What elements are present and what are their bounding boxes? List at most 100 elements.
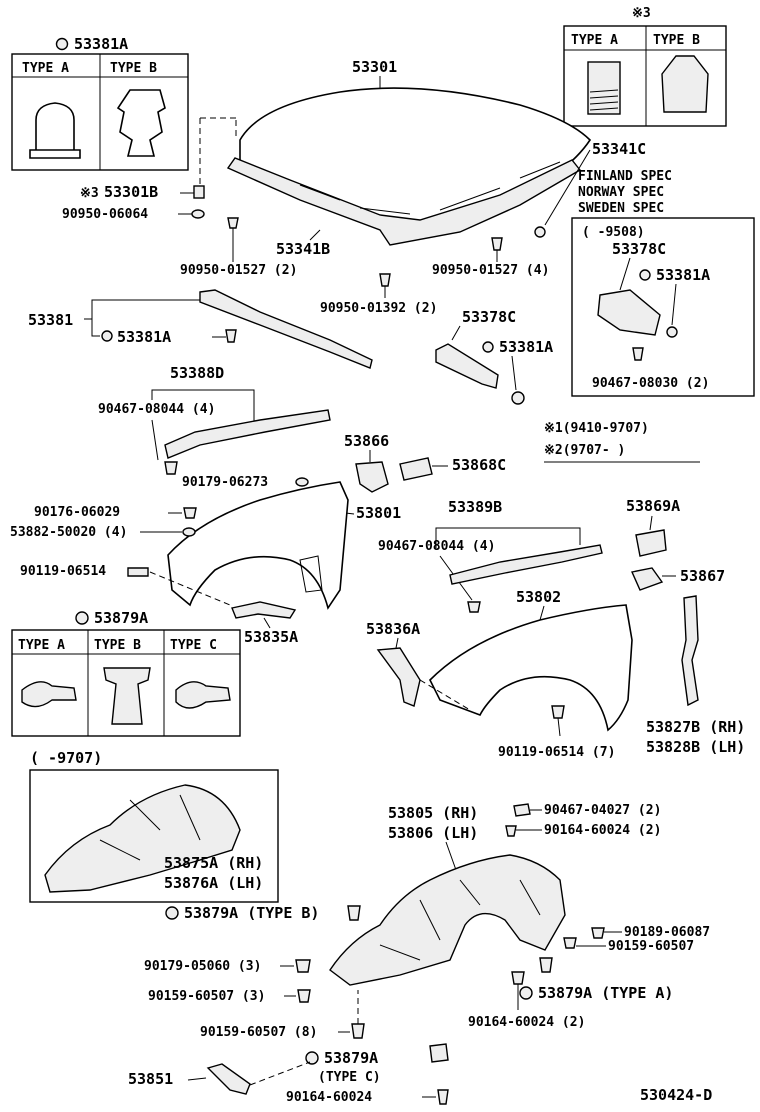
clip-symbol-icon <box>639 269 651 281</box>
liner-screw5-label: 90164-60024 (2) <box>468 1015 585 1030</box>
bracket-icon <box>206 1063 251 1095</box>
clip-symbol-icon <box>101 330 113 342</box>
clip-type-b-icon <box>116 89 166 157</box>
liner-nut1-label: 90179-05060 (3) <box>144 959 261 974</box>
spec-box: FINLAND SPEC NORWAY SPEC SWEDEN SPEC ( -… <box>571 169 755 397</box>
hood-assembly: 53301 ※3 53301B 90950-06064 53341C 53341… <box>62 58 646 316</box>
bolt-icon <box>164 461 178 475</box>
fender-rh-panel <box>429 604 633 732</box>
fender-rh-strip-lh-label: 53828B (LH) <box>646 738 745 756</box>
clip-icon <box>666 326 678 338</box>
seal-panel-label: 53381 <box>28 311 73 329</box>
bracket-53835a-icon <box>231 601 297 619</box>
nut-icon <box>295 959 311 973</box>
part-53867-label: 53867 <box>680 567 725 585</box>
spec-range: ( -9508) <box>582 225 645 240</box>
clip-icon <box>539 957 553 973</box>
date-note-1: ※1(9410-9707) <box>544 421 649 436</box>
bolt-icon <box>379 273 391 287</box>
seal-388-label: 53388D <box>170 364 224 382</box>
fender-lh-bracket-label: 53835A <box>244 628 298 646</box>
liner-box-liner-icon <box>44 784 241 893</box>
clip-box-1-title: 53381A <box>74 35 128 53</box>
bracket-53836a-icon <box>376 647 421 707</box>
liner-clip-a-label: 53879A (TYPE A) <box>538 984 673 1002</box>
fender-rh-bolt-label: 90119-06514 (7) <box>498 745 615 760</box>
seal-rear-label: 53341B <box>276 240 330 258</box>
liner-clip-c-type-label: (TYPE C) <box>318 1070 381 1085</box>
spec-clip-label: 53381A <box>656 266 710 284</box>
clip-symbol-icon <box>165 906 179 920</box>
bolt-icon <box>491 237 503 251</box>
lock-icon <box>399 457 433 481</box>
liner-screw2-label: 90189-06087 <box>624 925 710 940</box>
bolt-icon <box>551 705 565 719</box>
clip-box-3-type-a: TYPE A <box>571 33 618 48</box>
clip-symbol-icon <box>519 986 533 1000</box>
clip-box-1-type-b: TYPE B <box>110 61 157 76</box>
bracket-53378c: 53378C 53381A <box>435 308 553 405</box>
clip-symbol-icon <box>75 611 89 625</box>
insulator-clip-label: 90950-06064 <box>62 207 148 222</box>
liner-panel <box>329 854 566 986</box>
nut-icon <box>295 477 309 487</box>
liner-clip1-label: 90467-04027 (2) <box>544 803 661 818</box>
bracket-icon <box>435 343 499 389</box>
clip-icon <box>191 209 205 219</box>
mid-parts: 53866 53868C <box>344 432 506 493</box>
bolt-icon <box>227 217 239 229</box>
hood-clip-left-label: 90950-01527 (2) <box>180 263 297 278</box>
clip-box-3: ※3 TYPE A TYPE B <box>563 6 727 127</box>
liner-screw1-label: 90164-60024 (2) <box>544 823 661 838</box>
seal-strip-icon <box>199 289 373 369</box>
clip-symbol-icon <box>482 341 494 353</box>
hood-clip-center-label: 90950-01392 (2) <box>320 301 437 316</box>
clip-box-1-type-a: TYPE A <box>22 61 69 76</box>
clip-type-a-icon <box>21 681 77 708</box>
fender-lh-panel <box>167 481 349 610</box>
seal-front-label: 53341C <box>592 140 646 158</box>
bracket-icon <box>635 529 667 557</box>
bracket-c-clip-label: 53381A <box>499 338 553 356</box>
fender-rh: 53389B 90467-08044 (4) 53869A 53867 5380… <box>366 497 745 760</box>
part-53868c-label: 53868C <box>452 456 506 474</box>
clip-box-2-type-b: TYPE B <box>94 638 141 653</box>
washer-icon <box>182 527 196 537</box>
seal-388-nut-label: 90179-06273 <box>182 475 268 490</box>
liner-screw7-label: 90164-60024 <box>286 1090 372 1105</box>
clip-icon <box>534 226 546 238</box>
clip-box-2-type-a: TYPE A <box>18 638 65 653</box>
bolt-icon <box>467 601 481 613</box>
bolt-icon <box>225 329 237 343</box>
clip-box-3-type-b: TYPE B <box>653 33 700 48</box>
fender-lh-bolt3-label: 90119-06514 <box>20 564 106 579</box>
liner-clip-b-label: 53879A (TYPE B) <box>184 904 319 922</box>
hood-clip-right-label: 90950-01527 (4) <box>432 263 549 278</box>
screw-icon <box>591 927 605 939</box>
seal-389-label: 53389B <box>448 498 502 516</box>
liner-screw6-label: 90159-60507 (8) <box>200 1025 317 1040</box>
seal-389-clip-label: 90467-08044 (4) <box>378 539 495 554</box>
part-53869a-label: 53869A <box>626 497 680 515</box>
liner-box-lh-label: 53876A (LH) <box>164 874 263 892</box>
insulator-icon <box>193 185 205 199</box>
screw-icon <box>563 937 577 949</box>
liner-screw4-label: 90159-60507 (3) <box>148 989 265 1004</box>
fender-rh-label: 53802 <box>516 588 561 606</box>
liner-box: ( -9707) 53875A (RH) 53876A (LH) <box>29 749 279 903</box>
fender-lh-bolt2-label: 53882-50020 (4) <box>10 525 127 540</box>
liner-box-rh-label: 53875A (RH) <box>164 854 263 872</box>
clip-icon <box>513 803 531 817</box>
clip-icon <box>429 1043 449 1063</box>
spec-bolt-label: 90467-08030 (2) <box>592 376 709 391</box>
fender-lh-label: 53801 <box>356 504 401 522</box>
liner-screw3-label: 90159-60507 <box>608 939 694 954</box>
fender-liner-strip-icon <box>681 595 699 707</box>
hood-frame <box>226 157 582 246</box>
hood-panel <box>239 87 592 228</box>
date-note-2: ※2(9707- ) <box>544 443 625 458</box>
liner-lh-label: 53806 (LH) <box>388 824 478 842</box>
seal-strip-icon <box>164 409 331 459</box>
pad-type-a-icon <box>587 61 621 115</box>
fender-rh-bracket-label: 53836A <box>366 620 420 638</box>
